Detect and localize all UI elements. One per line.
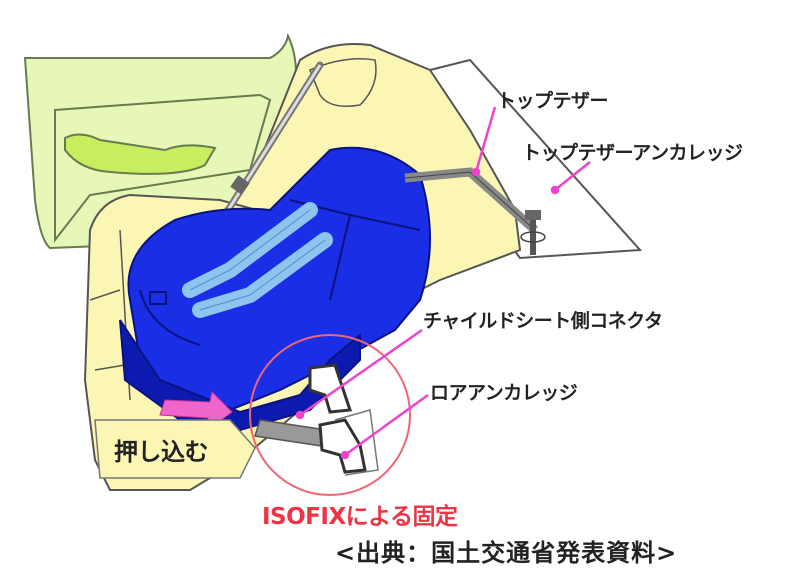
label-push-in: 押し込む [114,438,209,466]
source-citation: <出典：国土交通省発表資料> [335,539,678,567]
push-box [94,419,256,479]
lower-anchorage-lower [318,418,367,474]
isofix-highlight-circle [249,334,411,496]
lower-anchorage-upper [308,363,353,414]
label-top-tether-anchorage: トップテザーアンカレッジ [522,142,743,164]
label-top-tether: トップテザー [497,90,609,112]
anchorage-bolt [525,210,541,220]
label-lower-anchorage: ロアアンカレッジ [430,382,578,404]
caption-isofix: ISOFIXによる固定 [262,504,458,530]
door-handle [64,133,217,175]
label-child-seat-connector: チャイルドシート側コネクタ [423,310,663,332]
